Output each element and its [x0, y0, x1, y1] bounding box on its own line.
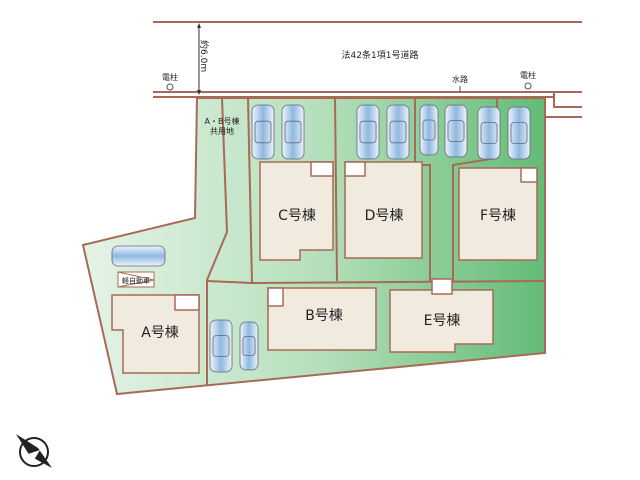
- car-roof: [389, 120, 407, 144]
- car-icon: [444, 104, 468, 158]
- building-d: [344, 161, 423, 259]
- common-area-label: 共用地: [210, 126, 234, 136]
- building-d-label: D号棟: [365, 208, 404, 224]
- building-f-label: F号棟: [480, 208, 516, 224]
- building-e-label: E号棟: [424, 313, 461, 329]
- car-roof: [359, 120, 377, 144]
- road-width-label: 約6.0m: [198, 40, 210, 72]
- car-icon: [356, 104, 380, 160]
- car-icon: [477, 106, 501, 160]
- common-area-label: A・B号棟: [205, 116, 240, 126]
- light-car-label: 軽自動車: [122, 276, 150, 285]
- car-roof: [242, 335, 256, 356]
- car-roof: [510, 122, 528, 144]
- car-icon: [111, 245, 166, 267]
- utility-pole-icon: [524, 82, 532, 90]
- building-b: [267, 287, 377, 351]
- car-icon: [419, 104, 439, 156]
- car-roof: [480, 122, 498, 144]
- car-icon: [239, 321, 259, 371]
- utility-pole-label: 電柱: [162, 72, 178, 82]
- car-icon: [386, 104, 410, 160]
- car-roof: [447, 120, 465, 142]
- utility-pole-label: 電柱: [520, 70, 536, 80]
- building-b-label: B号棟: [305, 308, 343, 324]
- car-icon: [209, 319, 233, 373]
- building-f: [458, 167, 538, 261]
- waterway-label: 水路: [452, 74, 468, 84]
- utility-pole-icon: [166, 83, 174, 91]
- north-arrow-icon: [16, 434, 52, 468]
- car-icon: [251, 104, 275, 160]
- building-a-label: A号棟: [141, 325, 179, 341]
- car-roof: [254, 120, 272, 144]
- building-e: [389, 289, 494, 353]
- car-icon: [281, 104, 305, 160]
- car-roof: [212, 335, 230, 357]
- car-roof: [422, 119, 436, 141]
- car-roof: [284, 120, 302, 144]
- car-icon: [507, 106, 531, 160]
- road-name: 法42条1項1号道路: [342, 49, 419, 61]
- building-c-label: C号棟: [278, 208, 316, 224]
